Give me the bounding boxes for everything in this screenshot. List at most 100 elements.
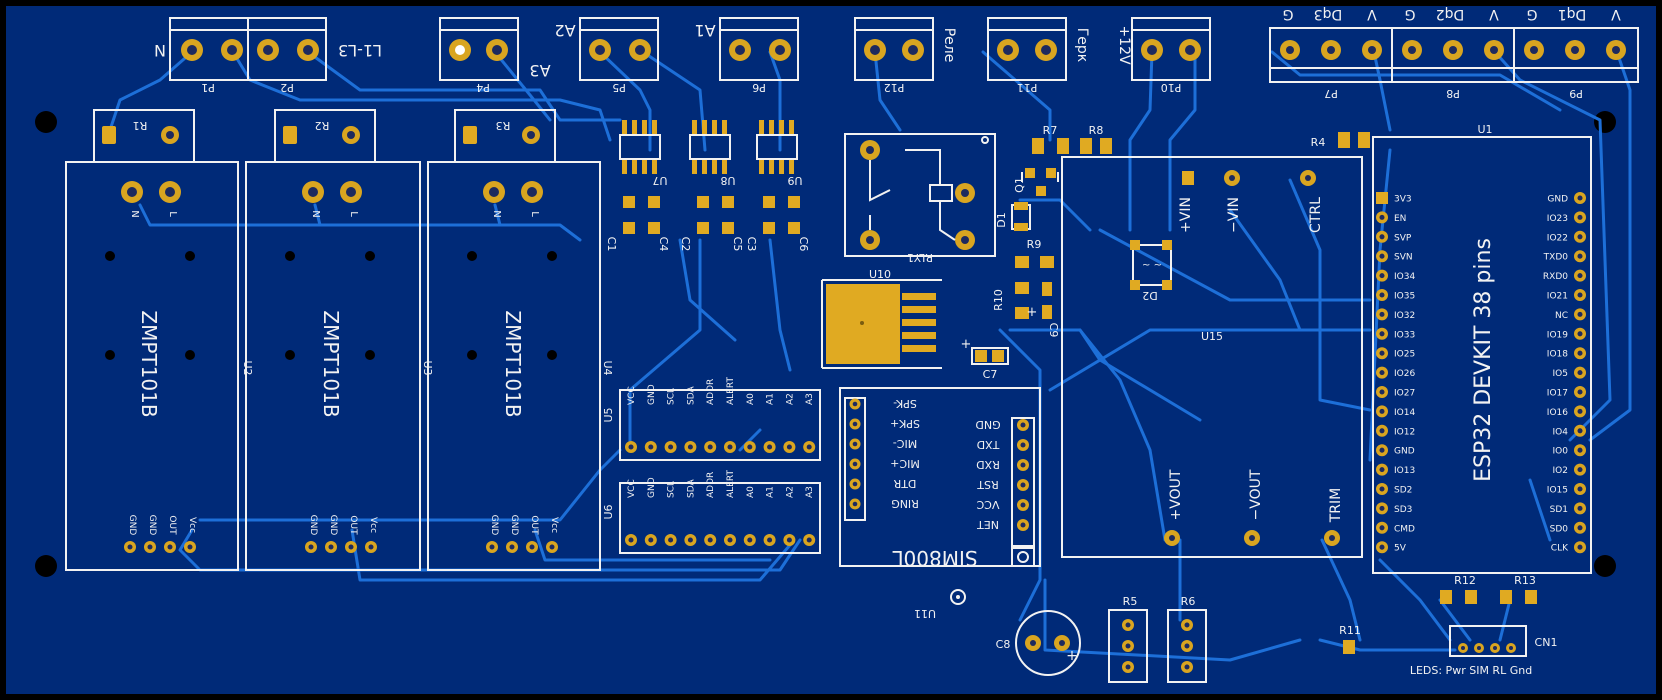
u2-pin-vcc: Vcc bbox=[187, 517, 197, 533]
u3-pin-out: OUT bbox=[348, 515, 358, 535]
r11-label: R11 bbox=[1339, 624, 1361, 637]
esp-left-label-io25: IO25 bbox=[1394, 350, 1415, 360]
relay-rly1: RLY1 bbox=[844, 133, 996, 264]
p5-ref: P5 bbox=[612, 81, 626, 94]
c9-label: C9 bbox=[1047, 323, 1060, 338]
c3-label: C3 bbox=[745, 237, 758, 252]
u4-pin-out: OUT bbox=[529, 515, 539, 535]
dcdc-module-u15: +VIN −VIN CTRL U15 +VOUT −VOUT TRIM bbox=[1061, 156, 1363, 558]
r9-label: R9 bbox=[1027, 238, 1042, 251]
u5-pin-label-addr: ADDR bbox=[706, 379, 716, 405]
p9-v: V bbox=[1611, 6, 1621, 22]
esp-right-label-io0: IO0 bbox=[1553, 447, 1569, 457]
u7-ref: U7 bbox=[652, 174, 667, 187]
esp32-devkit-u1: U1 3V3ENSVPSVNIO34IO35IO32IO33IO25IO26IO… bbox=[1372, 123, 1592, 574]
u4-pin-gnd1: GND bbox=[489, 515, 499, 536]
esp-left-label-io35: IO35 bbox=[1394, 292, 1415, 302]
connector-p5: P5 A2 bbox=[554, 17, 659, 94]
esp-left-label-gnd: GND bbox=[1394, 447, 1415, 457]
u5-pin-label-scl: SCL bbox=[667, 388, 677, 405]
connector-p4: P4 A3 bbox=[439, 17, 551, 94]
chip-u9: U9 bbox=[756, 120, 803, 187]
p9-ref: P9 bbox=[1569, 87, 1583, 100]
esp-right-label-io23: IO23 bbox=[1547, 214, 1568, 224]
esp-right-label-clk: CLK bbox=[1551, 544, 1569, 554]
esp-left-label-io26: IO26 bbox=[1394, 369, 1415, 379]
p10-label: +12V bbox=[1116, 25, 1132, 65]
connector-p8: P8 G Dq2 V bbox=[1391, 6, 1515, 100]
p6-label: A1 bbox=[694, 21, 715, 40]
r13: R13 bbox=[1500, 574, 1537, 604]
caps-row: C1 C4 C2 C5 C3 C6 bbox=[605, 196, 810, 251]
zmpt-module-u2: N L ZMPT101B U2 GND GND OUT Vcc bbox=[65, 161, 254, 571]
r9: R9 bbox=[1015, 238, 1054, 268]
sim-right-label-3: RST bbox=[977, 478, 999, 491]
u11: U11 bbox=[914, 589, 966, 620]
esp-right-label-io5: IO5 bbox=[1553, 369, 1568, 379]
c8-plus: + bbox=[1066, 648, 1078, 664]
esp-right-label-nc: NC bbox=[1555, 311, 1568, 321]
u2-ref: U2 bbox=[241, 360, 254, 375]
esp-right-label-io16: IO16 bbox=[1547, 408, 1568, 418]
esp-right-label-io19: IO19 bbox=[1547, 330, 1568, 340]
p5-label: A2 bbox=[554, 21, 575, 40]
esp-left-label-svn: SVN bbox=[1394, 253, 1413, 263]
zmpt-module-u3: N L ZMPT101B U3 GND GND OUT Vcc bbox=[245, 161, 434, 571]
esp32-name: ESP32 DEVKIT 38 pins bbox=[1471, 238, 1496, 482]
sim-left-label-0: SPK- bbox=[893, 397, 917, 410]
sim-left-label-4: DTR bbox=[893, 477, 916, 490]
p8-v: V bbox=[1489, 6, 1499, 22]
u3-pin-gnd2: GND bbox=[328, 515, 338, 536]
r4-label: R4 bbox=[1311, 136, 1326, 149]
connector-p10: P10 +12V bbox=[1116, 17, 1211, 94]
trim-label: TRIM bbox=[1328, 488, 1344, 524]
sim-right-label-0: GND bbox=[975, 418, 1000, 431]
esp-right-label-io4: IO4 bbox=[1553, 427, 1569, 437]
p10-ref: P10 bbox=[1161, 81, 1182, 94]
connector-p11: P11 Герк bbox=[987, 17, 1090, 94]
u1-ref: U1 bbox=[1477, 123, 1492, 136]
u4-pin-l: L bbox=[529, 211, 540, 217]
esp-left-label-3v3: 3V3 bbox=[1394, 195, 1412, 205]
p7-label: Dq3 bbox=[1314, 6, 1343, 22]
u6-pin-label-addr: ADDR bbox=[706, 472, 716, 498]
c7-label: C7 bbox=[983, 368, 998, 381]
sim-right-label-4: VCC bbox=[976, 498, 999, 511]
q1-transistor: Q1 bbox=[1013, 168, 1059, 196]
ctrl-label: CTRL bbox=[1308, 197, 1324, 233]
u9-ref: U9 bbox=[787, 174, 802, 187]
p6-ref: P6 bbox=[752, 81, 766, 94]
sim-right-label-1: TXD bbox=[977, 438, 1001, 451]
esp-left-label-5v: 5V bbox=[1394, 544, 1407, 554]
u6-pin-label-a1: A1 bbox=[766, 486, 776, 498]
r1-label: R1 bbox=[133, 119, 148, 132]
zmpt-module-u4: N L ZMPT101B U4 GND GND OUT Vcc bbox=[427, 161, 614, 571]
u6-pin-label-scl: SCL bbox=[667, 481, 677, 498]
u3-pin-gnd1: GND bbox=[308, 515, 318, 536]
u10-label: U10 bbox=[869, 268, 891, 281]
sim800l-name: SIM800L bbox=[892, 546, 978, 570]
u6-pin-label-a3: A3 bbox=[805, 486, 815, 498]
leds-label: LEDS: Pwr SIM RL Gnd bbox=[1410, 664, 1532, 677]
esp-right-label-io15: IO15 bbox=[1547, 486, 1568, 496]
p8-label: Dq2 bbox=[1436, 6, 1465, 22]
esp-right-label-rxd0: RXD0 bbox=[1543, 272, 1568, 282]
u3-pin-n: N bbox=[310, 210, 321, 217]
u4-pin-gnd2: GND bbox=[509, 515, 519, 536]
u2-name: ZMPT101B bbox=[137, 310, 161, 417]
r7-r8: R7 R8 bbox=[1032, 124, 1112, 154]
esp-left-label-io14: IO14 bbox=[1394, 408, 1415, 418]
d2-bridge: ~ ~ D2 bbox=[1130, 240, 1172, 302]
esp-left-label-sd3: SD3 bbox=[1394, 505, 1412, 515]
r5-label: R5 bbox=[1123, 595, 1138, 608]
u2-pin-out: OUT bbox=[167, 515, 177, 535]
c8-capacitor: + C8 bbox=[996, 610, 1081, 676]
r6-label: R6 bbox=[1181, 595, 1196, 608]
r8-label: R8 bbox=[1089, 124, 1104, 137]
d2-label: D2 bbox=[1142, 289, 1157, 302]
r10-label: R10 bbox=[992, 289, 1005, 311]
u5-pin-label-a0: A0 bbox=[746, 393, 756, 405]
esp-left-label-sd2: SD2 bbox=[1394, 486, 1412, 496]
